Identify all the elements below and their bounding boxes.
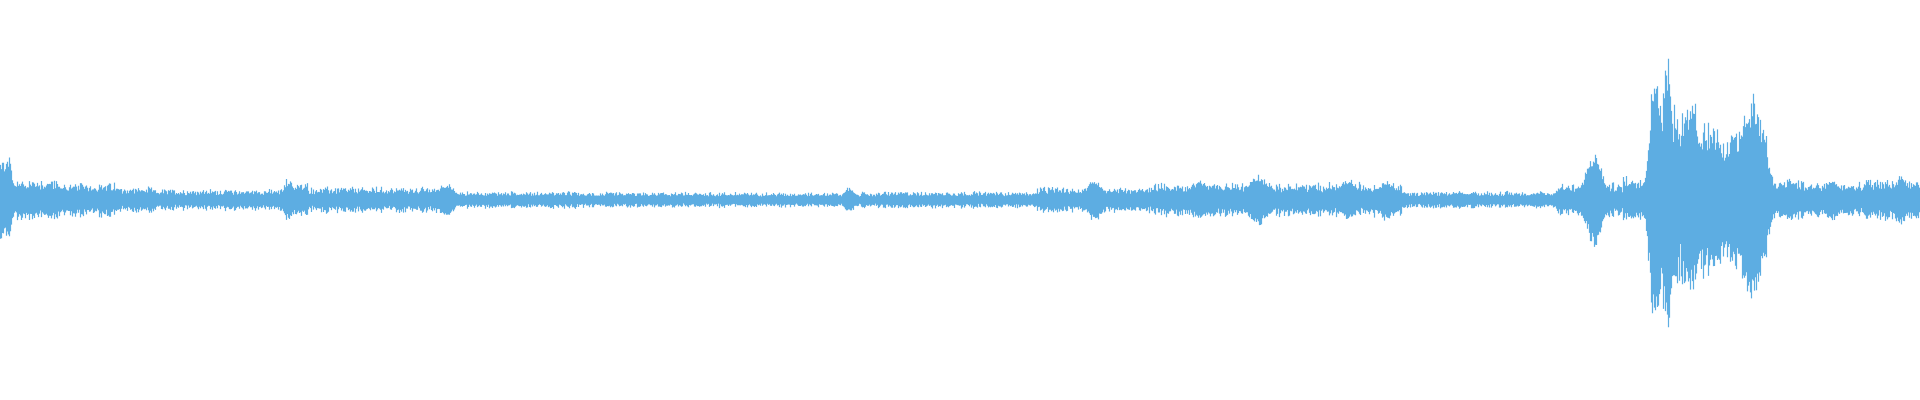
waveform-trace [0, 58, 1920, 328]
